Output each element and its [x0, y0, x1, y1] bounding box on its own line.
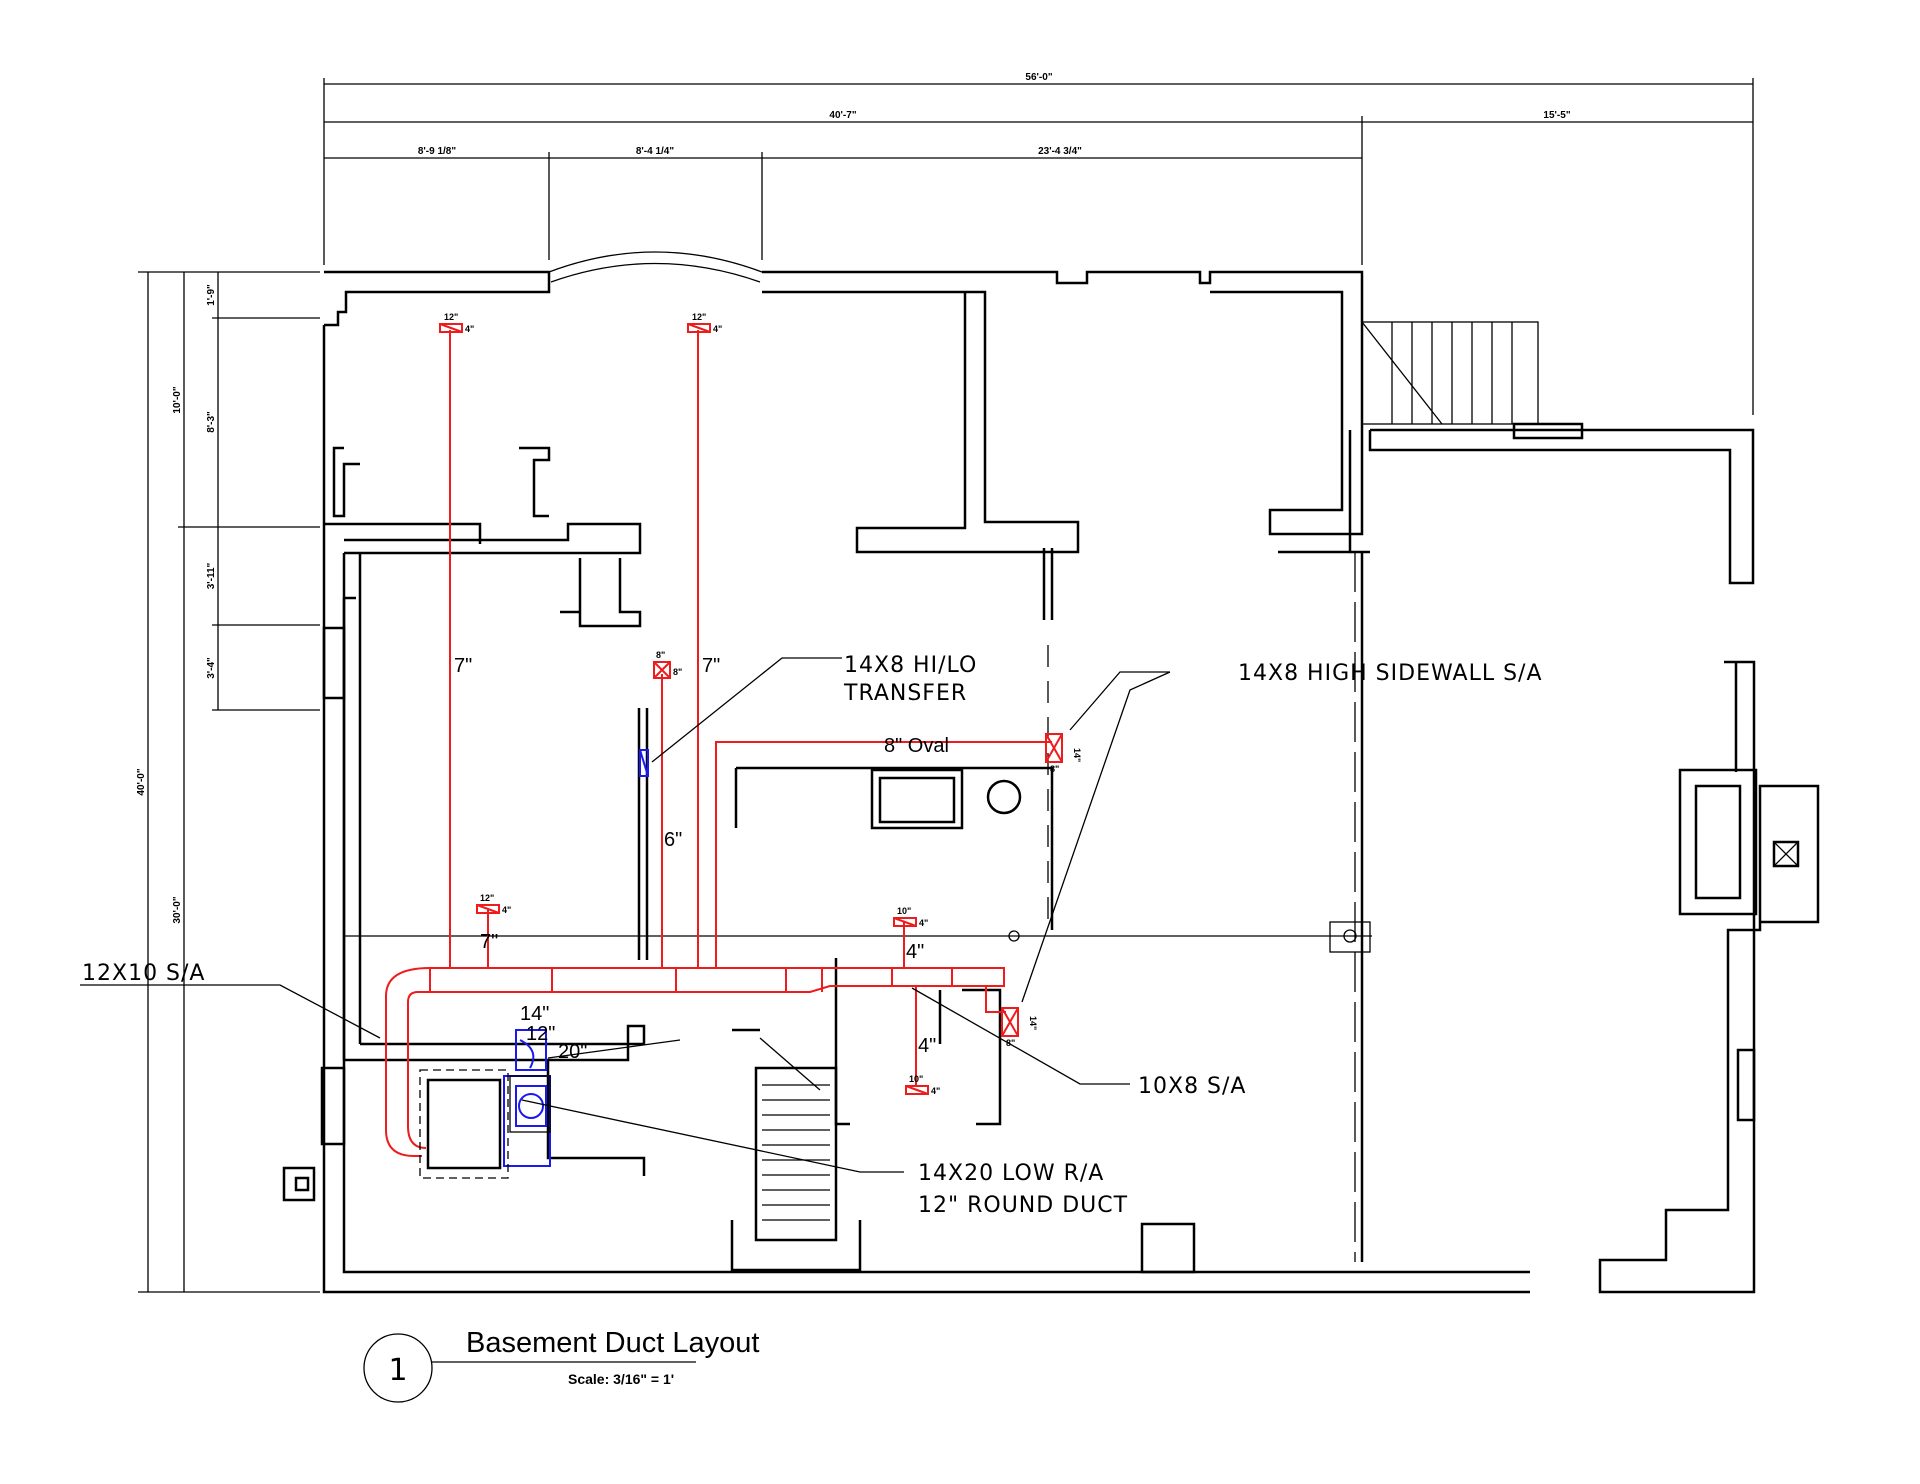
leader-lines [80, 657, 1171, 1173]
dim-seg-c: 23'-4 3/4" [1038, 146, 1082, 157]
duct-size-7-left: 7" [454, 655, 472, 677]
register-r5-top: 10" [897, 906, 911, 916]
dim-garage-width: 15'-5" [1543, 110, 1570, 121]
register-r6 [905, 1085, 929, 1095]
duct-size-oval: 8" Oval [884, 735, 949, 757]
register-r4-top: 12" [480, 893, 494, 903]
register-r1-top: 12" [444, 312, 458, 322]
callout-transfer: TRANSFER [843, 681, 967, 706]
callout-round-duct: 12" ROUND DUCT [918, 1193, 1128, 1218]
dim-left-lower: 30'-0" [172, 896, 183, 923]
register-r3-top: 8" [656, 650, 665, 660]
register-r4-side: 4" [502, 905, 511, 915]
register-r4 [476, 904, 500, 914]
return-size-20: 20" [558, 1041, 587, 1063]
drawing-scale: Scale: 3/16" = 1' [568, 1371, 674, 1387]
title-block: 1 Basement Duct Layout Scale: 3/16" = 1' [363, 1327, 759, 1403]
register-r6-top: 10" [909, 1074, 923, 1084]
left-dimensions: 40'-0" 10'-0" 30'-0" 1'-9" 8'-3" 3'-11" … [136, 271, 320, 1293]
register-r5 [893, 917, 917, 927]
duct-size-6: 6" [664, 829, 682, 851]
register-r2 [687, 323, 711, 333]
duct-size-7-low: 7" [480, 931, 498, 953]
register-sidewall-2 [1001, 1007, 1019, 1037]
dim-left-1: 1'-9" [206, 284, 217, 306]
register-sidewall-1 [1045, 733, 1063, 763]
return-size-12: 12" [526, 1023, 555, 1045]
return-and-equipment [419, 749, 649, 1179]
detail-number: 1 [388, 1353, 407, 1388]
register-r3-side: 8" [673, 667, 682, 677]
return-size-14: 14" [520, 1003, 549, 1025]
dim-left-total: 40'-0" [136, 768, 147, 795]
dim-overall-top: 56'-0" [1025, 72, 1052, 83]
duct-size-4-a: 4" [906, 941, 924, 963]
dim-seg-b: 8'-4 1/4" [636, 146, 675, 157]
duct-size-7-right: 7" [702, 655, 720, 677]
register-sw1-b: 8" [1050, 764, 1059, 774]
register-r2-top: 12" [692, 312, 706, 322]
register-sw1-a: 14" [1072, 748, 1082, 762]
dim-left-upper: 10'-0" [172, 386, 183, 413]
callout-10x8-sa: 10X8 S/A [1138, 1074, 1246, 1099]
dim-seg-a: 8'-9 1/8" [418, 146, 457, 157]
register-r1 [439, 323, 463, 333]
register-r2-side: 4" [713, 324, 722, 334]
callout-high-sidewall: 14X8 HIGH SIDEWALL S/A [1238, 661, 1543, 686]
register-r3 [653, 661, 671, 679]
dim-left-2: 8'-3" [206, 411, 217, 433]
drawing-title: Basement Duct Layout [466, 1327, 759, 1359]
dim-left-3: 3'-11" [206, 562, 217, 589]
register-r6-side: 4" [931, 1086, 940, 1096]
duct-size-4-b: 4" [918, 1035, 936, 1057]
callout-12x10-sa: 12X10 S/A [82, 961, 205, 986]
register-sw2-b: 8" [1006, 1038, 1015, 1048]
register-r1-side: 4" [465, 324, 474, 334]
dim-left-4: 3'-4" [206, 657, 217, 679]
supply-ductwork [385, 323, 1063, 1157]
callout-return-air: 14X20 LOW R/A [918, 1161, 1104, 1186]
callout-hi-lo-transfer: 14X8 HI/LO [844, 653, 977, 678]
dim-house-width: 40'-7" [829, 110, 856, 121]
top-dimensions: 56'-0" 40'-7" 15'-5" 8'-9 1/8" 8'-4 1/4"… [323, 72, 1754, 415]
register-sw2-a: 14" [1028, 1016, 1038, 1030]
walls [282, 251, 1820, 1294]
register-r5-side: 4" [919, 918, 928, 928]
